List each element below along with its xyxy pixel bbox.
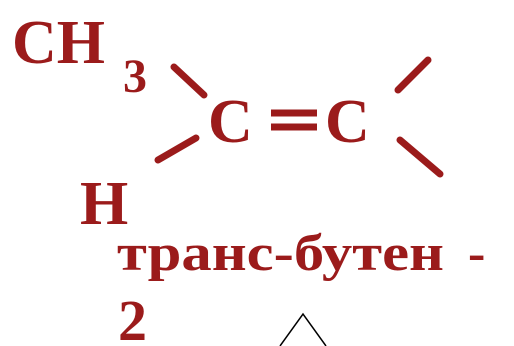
carbon-right: C bbox=[325, 88, 370, 156]
compound-locant: 2 bbox=[118, 288, 147, 346]
caret-shape bbox=[279, 312, 327, 346]
compound-name-dash: - bbox=[468, 225, 485, 282]
group-ch: CH bbox=[12, 9, 105, 77]
group-ch-subscript: 3 bbox=[123, 50, 147, 103]
compound-name: транс-бутен bbox=[117, 225, 444, 282]
bond-carbon-to-h bbox=[154, 134, 200, 164]
carbon-left: C bbox=[208, 88, 253, 156]
bond-right-carbon-upper bbox=[394, 56, 432, 94]
bond-right-carbon-lower bbox=[396, 136, 444, 178]
hydrogen-atom: H bbox=[80, 170, 128, 238]
bond-ch3-to-carbon bbox=[170, 63, 208, 99]
